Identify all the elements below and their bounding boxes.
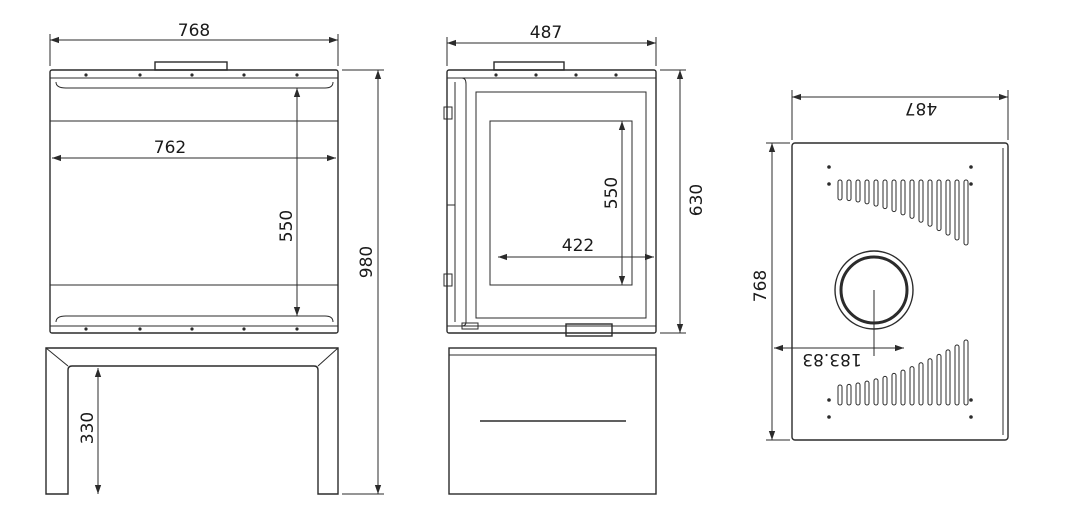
vent-slot — [873, 378, 879, 406]
side-top-bolts — [494, 73, 618, 77]
side-window-height-label: 550 — [602, 177, 622, 209]
side-door-frame — [447, 77, 467, 327]
vent-slot — [909, 179, 915, 219]
vent-slot — [846, 179, 852, 202]
side-flue-collar — [493, 61, 565, 71]
top-vent-slots-lower — [837, 339, 969, 406]
front-window-height-label: 550 — [277, 210, 297, 242]
vent-slot — [837, 384, 843, 406]
front-total-height-label: 980 — [357, 246, 377, 278]
vent-slot — [900, 179, 906, 216]
vent-slot — [909, 366, 915, 406]
side-bottom-plate — [565, 323, 613, 337]
vent-slot — [936, 179, 942, 232]
top-outline — [791, 142, 1009, 441]
side-window-inner — [489, 120, 633, 286]
vent-slot — [882, 179, 888, 210]
vent-slot — [927, 358, 933, 406]
vent-slot — [918, 179, 924, 223]
side-body-outline — [446, 69, 657, 334]
vent-slot — [864, 179, 870, 205]
side-body-height-label: 630 — [687, 184, 707, 216]
front-top-bolts — [84, 73, 299, 77]
top-flue-offset-label: 183.83 — [802, 349, 861, 369]
top-bolts — [827, 165, 973, 419]
side-latch — [461, 322, 479, 330]
front-bottom-bolts — [84, 327, 299, 331]
side-hinge-top — [443, 106, 453, 120]
top-vent-slots-upper — [837, 179, 969, 246]
front-top-trim — [55, 81, 334, 89]
vent-slot — [927, 179, 933, 227]
vent-slot — [954, 344, 960, 406]
side-view: 487 550 422 630 — [443, 23, 707, 495]
vent-slot — [873, 179, 879, 207]
front-stand — [45, 347, 339, 495]
vent-slot — [855, 382, 861, 406]
front-flue-collar — [154, 61, 228, 71]
vent-slot — [891, 372, 897, 406]
vent-slot — [900, 369, 906, 406]
vent-slot — [882, 375, 888, 406]
vent-slot — [864, 380, 870, 406]
vent-slot — [837, 179, 843, 201]
front-bottom-trim — [55, 315, 334, 323]
vent-slot — [891, 179, 897, 213]
vent-slot — [918, 362, 924, 406]
side-window-outer — [475, 91, 647, 319]
vent-slot — [963, 179, 969, 246]
vent-slot — [945, 349, 951, 406]
top-view: 487 768 183.83 — [751, 90, 1009, 441]
side-depth-label: 487 — [530, 23, 562, 43]
vent-slot — [846, 383, 852, 406]
side-window-width-label: 422 — [562, 236, 594, 256]
side-hinge-bottom — [443, 273, 453, 287]
vent-slot — [945, 179, 951, 236]
front-leg-height-label: 330 — [78, 412, 98, 444]
side-stand — [448, 347, 657, 495]
top-depth-label: 487 — [905, 98, 937, 118]
front-width-label: 768 — [178, 21, 210, 41]
vent-slot — [855, 179, 861, 203]
vent-slot — [936, 353, 942, 406]
front-inner-width-label: 762 — [154, 138, 186, 158]
front-view: 768 762 550 980 330 — [45, 21, 384, 495]
vent-slot — [963, 339, 969, 406]
vent-slot — [954, 179, 960, 241]
top-width-label: 768 — [751, 270, 771, 302]
front-body-outline — [49, 69, 339, 334]
